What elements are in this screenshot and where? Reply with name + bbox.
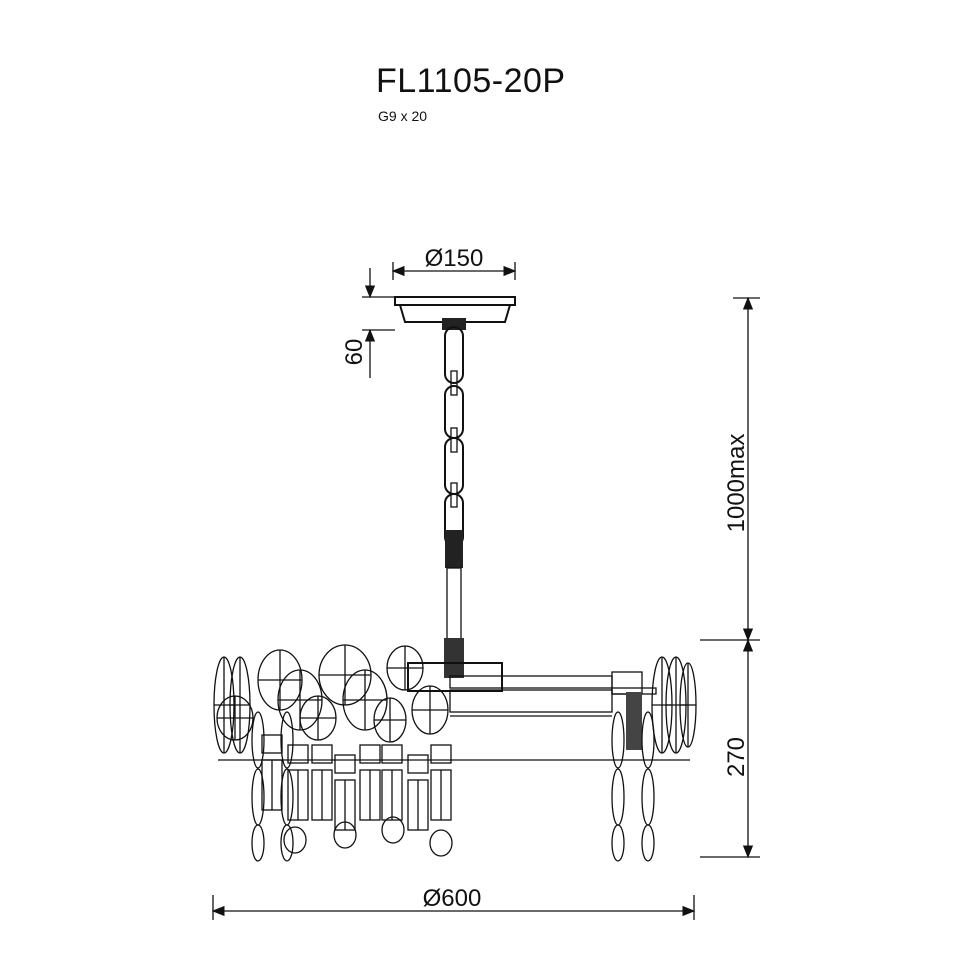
crystal-prism [334, 754, 356, 774]
crystal-round [381, 816, 405, 844]
crystal-spindle [611, 824, 625, 862]
max-height-dimension: 1000max [700, 296, 760, 642]
crystal-spindle [641, 824, 655, 862]
crystal-spindle [251, 824, 265, 862]
chain-link [444, 385, 464, 439]
crystal-spindle [280, 768, 294, 826]
crystal-spindle [641, 768, 655, 826]
crystal-prism [261, 734, 283, 754]
crystal-spindle [280, 711, 294, 769]
chain-link [450, 370, 458, 396]
crystal-spindle [251, 711, 265, 769]
chain-link [444, 437, 464, 495]
crystal-prism [359, 744, 381, 764]
rod [445, 530, 463, 641]
crystal-round [429, 829, 453, 857]
crystal-prism [287, 744, 309, 764]
chain-link [450, 427, 458, 453]
crystal-round [333, 821, 357, 849]
crystal-spindle [611, 768, 625, 826]
body-diameter-label: Ø600 [423, 885, 482, 912]
body-height-label: 270 [723, 737, 750, 777]
canopy-diameter-dimension: Ø150 [391, 245, 517, 280]
canopy-height-dimension: 60 [341, 268, 395, 378]
body-diameter-dimension: Ø600 [211, 885, 696, 920]
crystal-prism [407, 754, 429, 774]
crystal-spindle [641, 711, 655, 769]
chain [444, 326, 464, 547]
canopy-height-label: 60 [341, 339, 368, 366]
canopy-diameter-label: Ø150 [425, 245, 484, 272]
crystal-round [283, 826, 307, 854]
canopy [394, 296, 516, 330]
max-height-label: 1000max [723, 434, 750, 533]
body-height-dimension: 270 [700, 638, 760, 859]
crystal-spindle [611, 711, 625, 769]
product-title: FL1105-20P [376, 62, 566, 100]
chandelier-body [218, 638, 690, 761]
crystals [213, 644, 697, 862]
bulb-spec: G9 x 20 [378, 108, 428, 124]
chain-link [444, 326, 464, 384]
crystal-prism [311, 744, 333, 764]
crystal-spindle [280, 824, 294, 862]
chain-link [450, 482, 458, 508]
crystal-prism [430, 744, 452, 764]
crystal-prism [381, 744, 403, 764]
